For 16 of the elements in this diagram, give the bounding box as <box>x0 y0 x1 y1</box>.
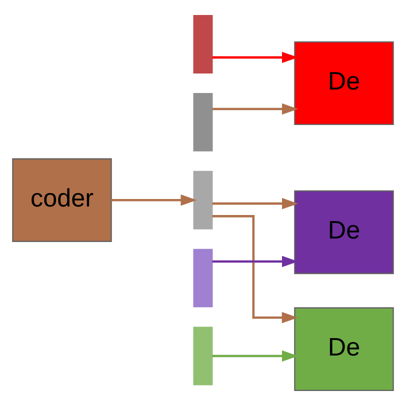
node-box: De <box>294 190 394 274</box>
node-box: coder <box>12 158 112 242</box>
node-bar <box>193 326 213 386</box>
node-box: De <box>294 307 394 391</box>
arrow <box>212 215 298 324</box>
node-bar <box>193 248 213 308</box>
node-box: De <box>294 41 394 126</box>
node-bar <box>193 15 213 74</box>
node-bar <box>193 170 213 230</box>
arrow <box>212 103 298 115</box>
arrow <box>212 52 298 64</box>
arrow <box>212 350 298 362</box>
arrow <box>212 198 298 210</box>
arrow <box>111 194 197 206</box>
arrow <box>212 256 298 268</box>
node-bar <box>193 92 213 152</box>
